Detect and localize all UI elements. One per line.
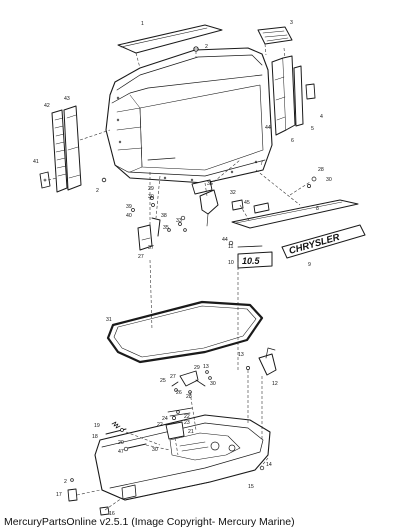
callout-1: 1 <box>141 21 144 27</box>
part-latch-lever-12[interactable] <box>258 347 277 376</box>
callout-32: 32 <box>230 190 236 196</box>
callout-23: 23 <box>184 420 190 426</box>
part-spring-19[interactable] <box>111 421 121 429</box>
part-small-plate-41[interactable] <box>39 171 51 189</box>
callout-14: 14 <box>266 462 272 468</box>
callout-25: 25 <box>160 378 166 384</box>
callout-5: 5 <box>311 126 314 132</box>
part-side-trim-strip[interactable] <box>231 199 359 229</box>
callout-22: 22 <box>184 414 190 420</box>
callout-44b: 44 <box>222 237 228 243</box>
callout-30d: 30 <box>152 447 158 453</box>
top-leader-lines <box>47 43 311 370</box>
callout-13: 13 <box>238 352 244 358</box>
part-pin-18[interactable] <box>105 428 127 435</box>
callout-26: 26 <box>176 390 182 396</box>
callout-37: 37 <box>148 245 154 251</box>
part-rear-small-plate[interactable] <box>305 83 316 100</box>
callout-29: 29 <box>148 186 154 192</box>
callout-20: 20 <box>118 440 124 446</box>
callout-41: 41 <box>33 159 39 165</box>
part-stud-13[interactable] <box>246 366 250 370</box>
callout-8: 8 <box>316 206 319 212</box>
part-left-side-panel[interactable] <box>63 105 82 191</box>
copyright-footer: MercuryPartsOnline v2.5.1 (Image Copyrig… <box>4 516 295 528</box>
callout-9: 9 <box>308 262 311 268</box>
part-engine-cowl[interactable] <box>105 47 273 184</box>
callout-30b: 30 <box>326 177 332 183</box>
callout-38: 38 <box>161 213 167 219</box>
callout-29b: 29 <box>194 365 200 371</box>
part-bracket-36[interactable] <box>191 179 213 195</box>
callout-19: 19 <box>94 423 100 429</box>
callout-27b: 27 <box>170 374 176 380</box>
callout-12: 12 <box>272 381 278 387</box>
callout-16: 16 <box>109 511 115 517</box>
callout-13b: 13 <box>203 364 209 370</box>
callout-4: 4 <box>320 114 323 120</box>
chrysler-decal-text: CHRYSLER <box>288 232 341 257</box>
callout-24: 24 <box>162 416 168 422</box>
callout-30: 30 <box>148 194 154 200</box>
callout-15: 15 <box>248 484 254 490</box>
part-small-bar-11[interactable] <box>237 245 263 248</box>
callout-2c: 2 <box>64 479 67 485</box>
part-linkage[interactable] <box>171 370 212 394</box>
callout-43: 43 <box>64 96 70 102</box>
part-chrysler-decal[interactable]: CHRYSLER <box>281 224 366 259</box>
part-rear-plate[interactable] <box>293 65 304 127</box>
callout-47: 47 <box>118 449 124 455</box>
callout-31: 31 <box>106 317 112 323</box>
hp-badge-text: 10.5 <box>242 256 261 266</box>
part-label-plate[interactable] <box>253 202 270 214</box>
part-top-trim-strip[interactable] <box>117 24 223 54</box>
part-bracket-45[interactable] <box>231 199 244 211</box>
part-lower-pan[interactable] <box>94 414 271 501</box>
callout-35: 35 <box>163 225 169 231</box>
cowl-rivets <box>116 96 258 182</box>
callout-18: 18 <box>92 434 98 440</box>
part-fastener-cluster[interactable] <box>131 176 317 246</box>
part-hook-38[interactable] <box>151 217 161 237</box>
part-clip-17[interactable] <box>67 488 78 502</box>
part-screw-left[interactable] <box>101 177 107 183</box>
part-clip-37[interactable] <box>137 224 153 251</box>
callout-28: 28 <box>318 167 324 173</box>
part-seal-ring-31[interactable] <box>106 300 264 364</box>
part-screw-top[interactable] <box>193 46 199 52</box>
callout-2b: 2 <box>96 188 99 194</box>
callout-36: 36 <box>207 181 213 187</box>
callout-39: 39 <box>126 204 132 210</box>
callout-40: 40 <box>126 213 132 219</box>
part-rear-bracket[interactable] <box>271 55 296 136</box>
callout-3: 3 <box>290 20 293 26</box>
part-screw-30[interactable] <box>123 443 147 452</box>
callout-10: 10 <box>228 260 234 266</box>
callout-17: 17 <box>56 492 62 498</box>
callout-11: 11 <box>228 244 233 250</box>
callout-27: 27 <box>138 254 144 260</box>
callout-21: 21 <box>188 429 194 435</box>
part-rear-grille[interactable] <box>257 26 293 45</box>
part-left-vent-panel[interactable] <box>51 109 68 193</box>
part-screw-2-lower[interactable] <box>70 478 74 482</box>
part-lever-assembly[interactable] <box>165 407 193 440</box>
part-clip-16[interactable] <box>99 506 110 516</box>
part-hp-badge[interactable]: 10.5 <box>237 251 273 269</box>
callout-22b: 22 <box>157 422 163 428</box>
callout-30c: 30 <box>210 381 216 387</box>
callout-45: 45 <box>244 200 250 206</box>
lower-leader-lines <box>76 370 269 511</box>
callout-7: 7 <box>260 161 263 167</box>
callout-44: 44 <box>265 125 271 131</box>
callout-2: 2 <box>205 44 208 50</box>
callout-28b: 28 <box>186 394 192 400</box>
callout-33: 33 <box>176 218 182 224</box>
callout-labels: 1 2 3 4 5 6 7 44 42 43 41 2 36 29 30 32 … <box>33 20 332 517</box>
callout-6: 6 <box>291 138 294 144</box>
part-latch-32[interactable] <box>199 189 219 227</box>
callout-42: 42 <box>44 103 50 109</box>
